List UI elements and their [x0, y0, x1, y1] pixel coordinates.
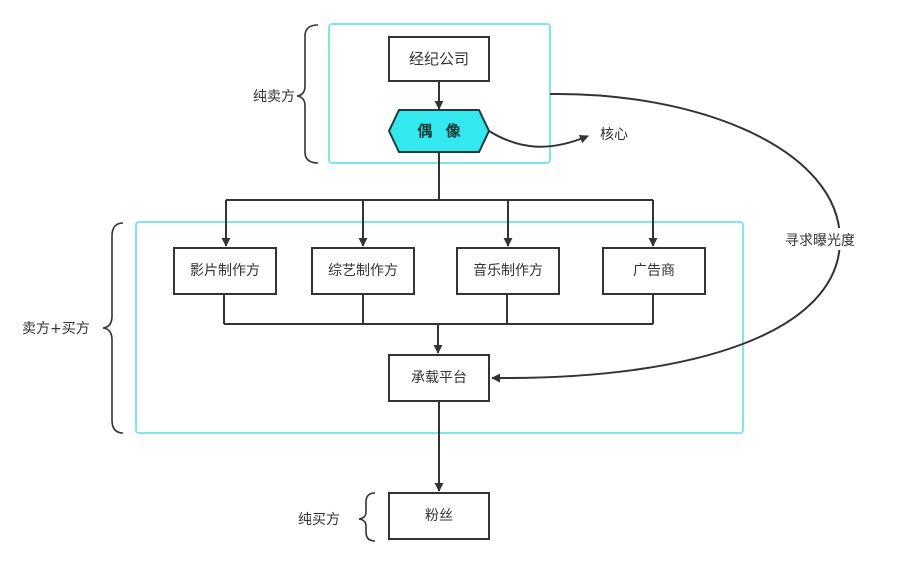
label-seek-exposure: 寻求曝光度	[785, 233, 855, 249]
brace-pure-seller	[296, 24, 319, 164]
label-core: 核心	[600, 127, 628, 143]
node-agency-label: 经纪公司	[409, 50, 469, 68]
node-film[interactable]	[173, 247, 277, 295]
node-idol-label: 偶 像	[417, 122, 464, 140]
node-idol[interactable]	[387, 109, 491, 153]
node-music-label: 音乐制作方	[473, 262, 543, 279]
node-variety-label: 综艺制作方	[328, 263, 398, 279]
edge-idol-core	[488, 130, 589, 148]
label-pure-seller: 纯卖方	[253, 89, 295, 105]
node-platform[interactable]	[388, 354, 490, 402]
node-advertiser-label: 广告商	[633, 263, 675, 279]
node-fans-label: 粉丝	[425, 508, 453, 524]
brace-seller-buyer	[102, 222, 124, 434]
label-seller-buyer: 卖方+买方	[22, 321, 90, 337]
label-seek-exposure-bg	[782, 228, 882, 250]
node-platform-label: 承载平台	[411, 370, 467, 386]
label-pure-buyer: 纯买方	[298, 512, 340, 528]
brace-pure-buyer	[358, 492, 376, 542]
node-film-label: 影片制作方	[190, 263, 260, 279]
node-agency[interactable]	[388, 36, 490, 82]
node-fans[interactable]	[388, 492, 490, 540]
node-variety[interactable]	[311, 247, 415, 295]
node-advertiser[interactable]	[602, 247, 706, 295]
